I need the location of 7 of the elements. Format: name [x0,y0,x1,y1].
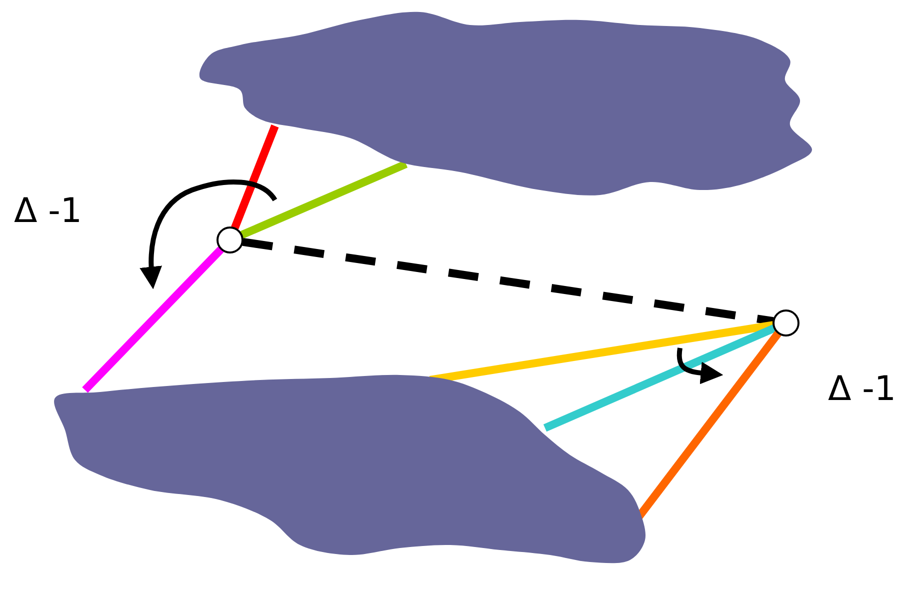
dashed-edge [242,238,774,326]
degree-label: Δ -1 [14,194,82,228]
degree-label: Δ -1 [828,372,896,406]
edge-line [543,324,776,432]
edge-line [82,246,224,393]
edge-line [231,124,279,230]
edge-line [240,160,408,239]
